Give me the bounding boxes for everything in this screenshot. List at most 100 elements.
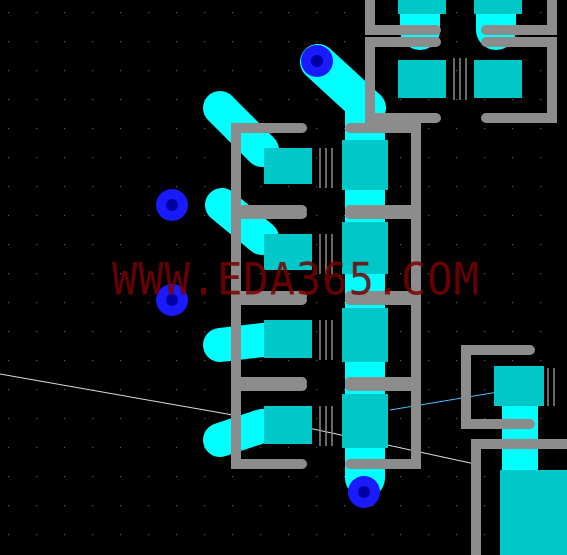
grid-dot: [400, 476, 402, 478]
grid-dot: [288, 99, 290, 101]
grid-dot: [484, 476, 486, 478]
pad[interactable]: [342, 140, 388, 190]
grid-dot: [120, 389, 122, 391]
grid-dot: [204, 331, 206, 333]
grid-dot: [148, 157, 150, 159]
pad[interactable]: [264, 320, 312, 358]
component-outline: [345, 381, 421, 469]
grid-dot: [316, 186, 318, 188]
grid-dot: [8, 41, 10, 43]
grid-dot: [204, 273, 206, 275]
grid-dot: [148, 12, 150, 14]
pad[interactable]: [474, 60, 522, 98]
pad[interactable]: [342, 222, 388, 274]
grid-dot: [484, 186, 486, 188]
pad[interactable]: [264, 406, 312, 444]
pad[interactable]: [398, 0, 446, 14]
grid-dot: [92, 534, 94, 536]
grid-dot: [8, 505, 10, 507]
grid-dot: [288, 41, 290, 43]
grid-dot: [540, 128, 542, 130]
pad[interactable]: [342, 308, 388, 362]
grid-dot: [260, 476, 262, 478]
grid-dot: [204, 157, 206, 159]
grid-dot: [316, 302, 318, 304]
grid-dot: [232, 476, 234, 478]
grid-dot: [64, 244, 66, 246]
grid-dot: [120, 534, 122, 536]
grid-dot: [540, 157, 542, 159]
grid-dot: [8, 534, 10, 536]
grid-dot: [36, 244, 38, 246]
grid-dot: [8, 447, 10, 449]
grid-dot: [36, 128, 38, 130]
grid-dot: [92, 12, 94, 14]
grid-dot: [120, 70, 122, 72]
grid-dot: [400, 534, 402, 536]
pad[interactable]: [398, 60, 446, 98]
grid-dot: [456, 215, 458, 217]
grid-dot: [120, 418, 122, 420]
grid-dot: [232, 12, 234, 14]
grid-dot: [36, 331, 38, 333]
grid-dot: [288, 447, 290, 449]
grid-dot: [176, 418, 178, 420]
grid-dot: [428, 302, 430, 304]
grid-dot: [344, 41, 346, 43]
via[interactable]: [348, 476, 380, 508]
grid-dot: [64, 41, 66, 43]
grid-dot: [316, 215, 318, 217]
grid-dot: [400, 360, 402, 362]
via[interactable]: [156, 189, 188, 221]
grid-dot: [484, 99, 486, 101]
grid-dot: [204, 476, 206, 478]
via[interactable]: [301, 45, 333, 77]
pad[interactable]: [494, 366, 544, 406]
grid-dot: [64, 186, 66, 188]
pad[interactable]: [342, 394, 388, 448]
grid-dot: [540, 244, 542, 246]
grid-dot: [428, 273, 430, 275]
pad[interactable]: [264, 234, 312, 270]
component-outline: [461, 345, 535, 429]
grid-dot: [232, 534, 234, 536]
grid-dot: [64, 99, 66, 101]
grid-dot: [428, 505, 430, 507]
grid-dot: [288, 534, 290, 536]
via[interactable]: [156, 284, 188, 316]
grid-dot: [484, 418, 486, 420]
grid-dot: [92, 70, 94, 72]
trace[interactable]: [205, 188, 279, 255]
grid-dot: [148, 244, 150, 246]
grid-dot: [316, 418, 318, 420]
grid-dot: [400, 273, 402, 275]
grid-dot: [456, 128, 458, 130]
grid-dot: [484, 215, 486, 217]
grid-dot: [400, 244, 402, 246]
pad[interactable]: [500, 470, 567, 555]
ratsnest-line-alt: [389, 389, 511, 411]
grid-dot: [8, 244, 10, 246]
grid-dot: [540, 360, 542, 362]
grid-dot: [64, 215, 66, 217]
grid-dot: [260, 534, 262, 536]
grid-dot: [36, 157, 38, 159]
grid-dot: [92, 215, 94, 217]
pad[interactable]: [264, 148, 312, 184]
grid-dot: [400, 418, 402, 420]
grid-dot: [120, 302, 122, 304]
grid-dot: [36, 41, 38, 43]
grid-dot: [176, 128, 178, 130]
grid-dot: [484, 157, 486, 159]
grid-dot: [8, 331, 10, 333]
grid-dot: [64, 331, 66, 333]
grid-dot: [316, 41, 318, 43]
pad[interactable]: [474, 0, 522, 14]
grid-dot: [204, 360, 206, 362]
grid-dot: [176, 244, 178, 246]
grid-dot: [120, 99, 122, 101]
grid-dot: [428, 99, 430, 101]
grid-dot: [540, 418, 542, 420]
grid-dot: [120, 360, 122, 362]
